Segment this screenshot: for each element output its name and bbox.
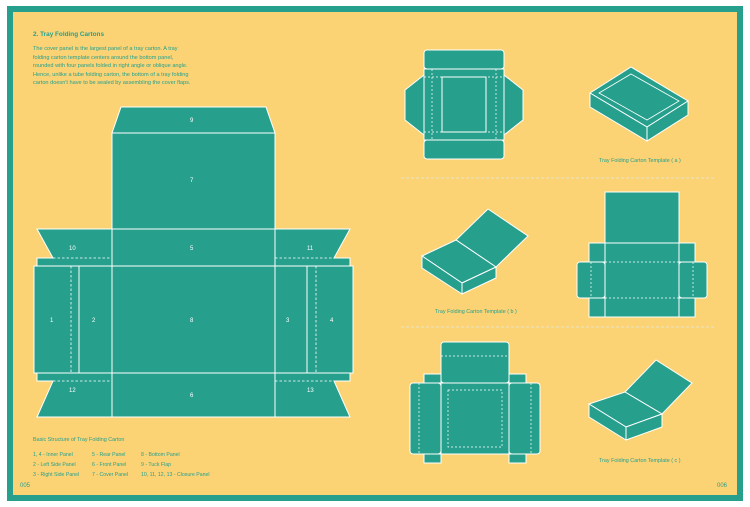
legend-item: 10, 11, 12, 13 - Closure Panel	[141, 472, 210, 478]
legend-item: 8 - Bottom Panel	[141, 452, 180, 458]
template-b-dieline	[576, 191, 708, 318]
intro-paragraph: The cover panel is the largest panel of …	[33, 46, 191, 87]
section-title: 2. Tray Folding Cartons	[33, 31, 105, 38]
template-c-dieline	[409, 341, 541, 464]
panel-number: 10	[69, 246, 76, 252]
panel-number: 2	[92, 318, 96, 324]
template-a-fold-lines	[424, 68, 504, 141]
template-c-3d-box	[587, 359, 693, 441]
right-side-panel	[274, 265, 308, 374]
panel-number-labels: 1 2 3 4 5 6 7 8 9 10 11 12 13	[50, 118, 334, 399]
legend-title: Basic Structure of Tray Folding Carton	[33, 437, 125, 443]
legend-item: 6 - Front Panel	[92, 462, 127, 468]
panel-number: 3	[286, 318, 290, 324]
left-page-number: 005	[20, 483, 31, 489]
panel-number: 4	[330, 318, 334, 324]
rear-panel	[111, 228, 276, 267]
legend-item: 5 - Rear Panel	[92, 452, 126, 458]
cover-panel	[111, 132, 276, 230]
legend-item: 3 - Right Side Panel	[33, 472, 80, 478]
left-side-panel	[78, 265, 113, 374]
template-b-3d-box	[420, 208, 529, 295]
section-separators	[401, 177, 716, 328]
main-dieline	[33, 106, 354, 418]
tuck-flap-panel	[111, 106, 276, 134]
template-c-fold-lines	[418, 355, 532, 454]
panel-number: 8	[190, 318, 194, 324]
legend-item: 9 - Tuck Flap	[141, 462, 171, 468]
panel-number: 12	[69, 388, 76, 394]
panel-number: 5	[190, 246, 194, 252]
right-inner-panel	[306, 265, 354, 374]
caption-template-c: Tray Folding Carton Template ( c )	[599, 458, 681, 464]
caption-template-b: Tray Folding Carton Template ( b )	[435, 309, 517, 315]
template-b-fold-lines	[590, 261, 694, 299]
front-panel	[111, 372, 276, 418]
legend-item: 1, 4 - Inner Panel	[33, 452, 73, 458]
left-inner-panel	[33, 265, 80, 374]
panel-number: 13	[307, 388, 314, 394]
main-fold-lines	[53, 132, 334, 417]
panel-number: 1	[50, 318, 54, 324]
panel-number: 9	[190, 118, 194, 124]
template-a-3d-tray	[589, 66, 689, 142]
panel-number: 11	[307, 246, 314, 252]
caption-template-a: Tray Folding Carton Template ( a )	[599, 158, 681, 164]
closure-panel-12	[36, 372, 113, 418]
panel-number: 6	[190, 393, 194, 399]
panel-number: 7	[190, 178, 194, 184]
bottom-panel	[111, 265, 276, 374]
right-page-number: 006	[717, 483, 728, 489]
closure-panel-13	[274, 372, 351, 418]
template-a-dieline	[404, 49, 524, 160]
legend-item: 7 - Cover Panel	[92, 472, 129, 478]
legend-item: 2 - Left Side Panel	[33, 462, 76, 468]
